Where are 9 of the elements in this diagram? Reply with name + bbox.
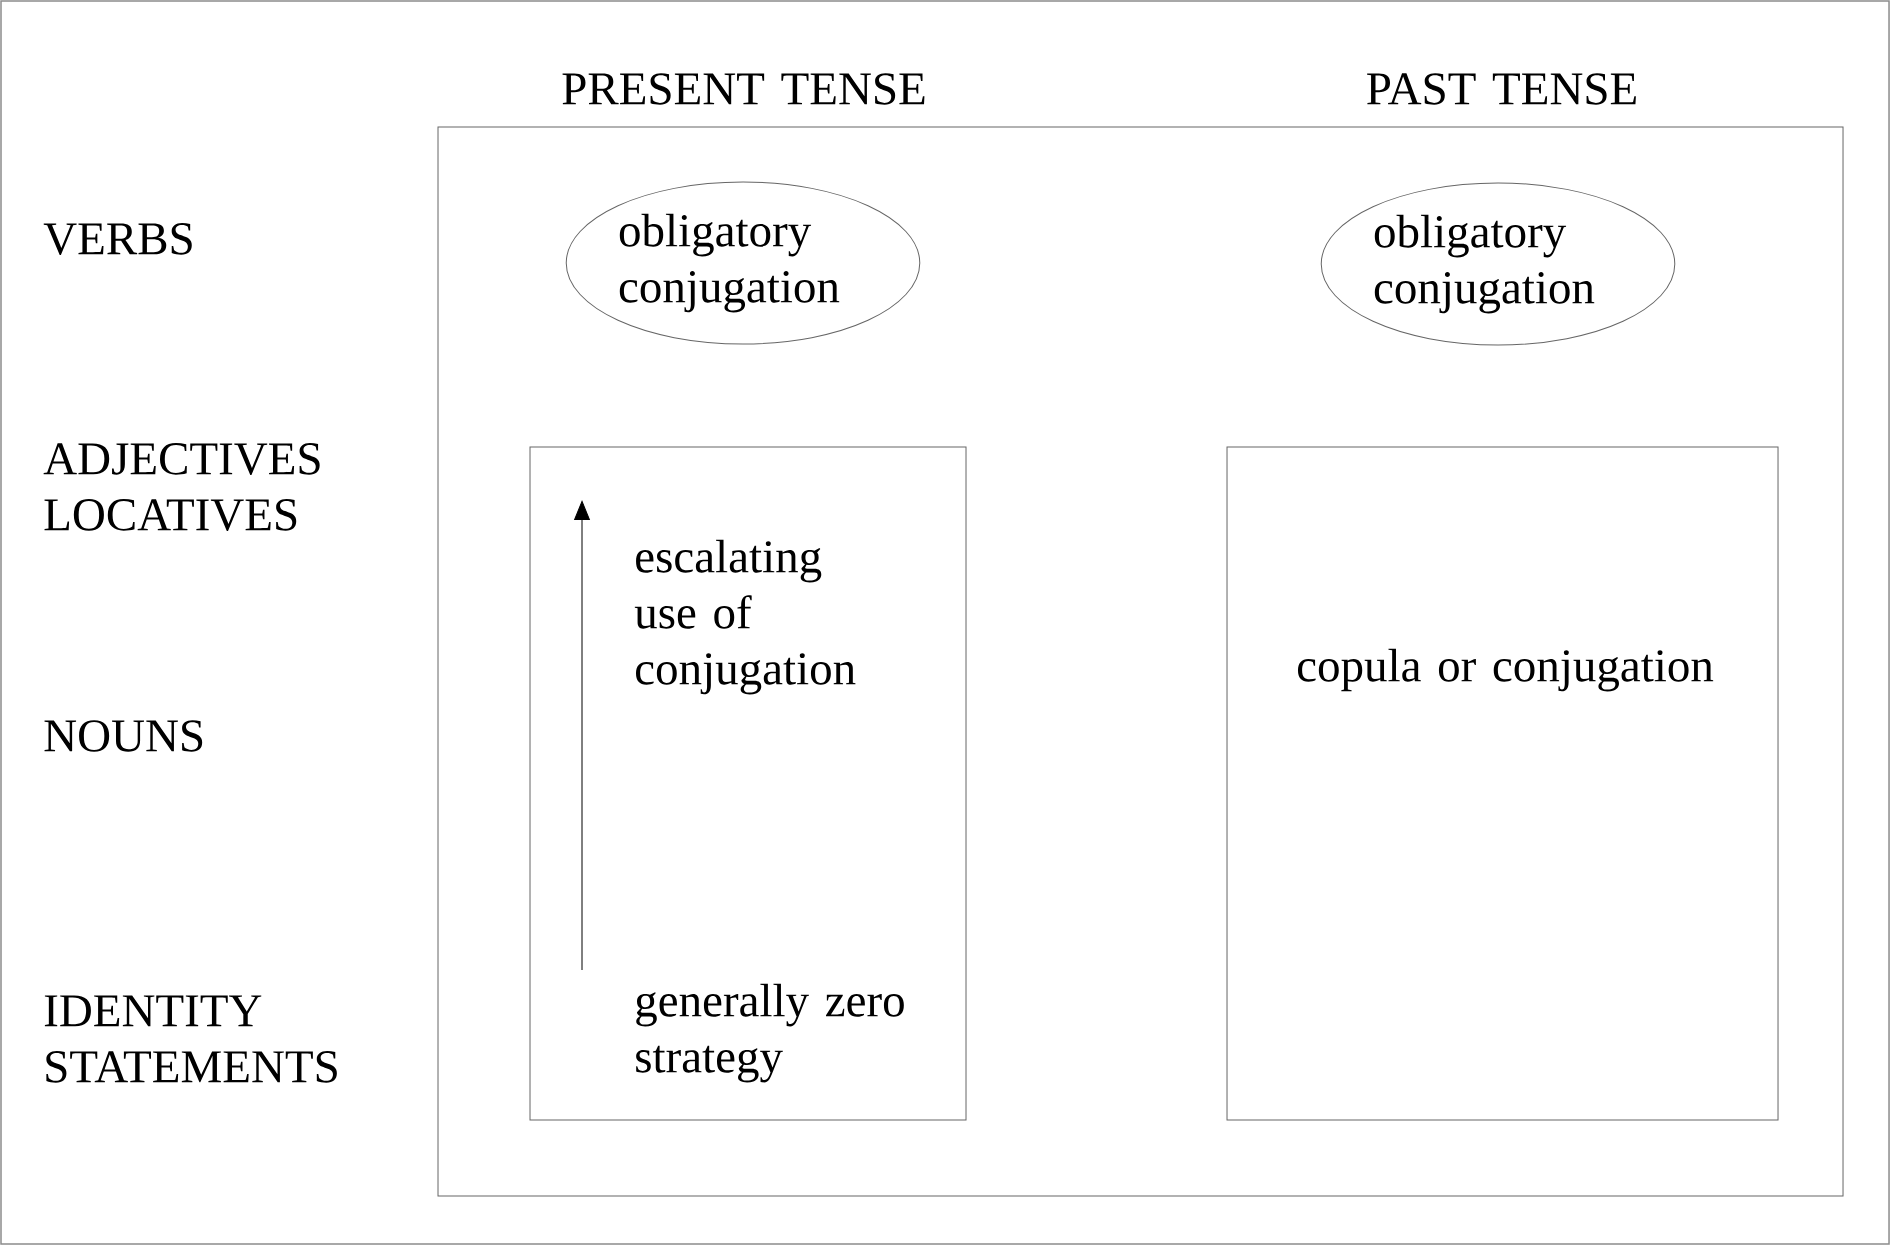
row-heading: NOUNS	[44, 720, 203, 752]
row-heading: IDENTITY STATEMENTS	[44, 995, 337, 1083]
column-heading: PAST TENSE	[1367, 73, 1636, 105]
row-heading: ADJECTIVES LOCATIVES	[43, 443, 320, 531]
outer-box	[437, 126, 1844, 1197]
column-heading: PRESENT TENSE	[562, 73, 925, 105]
row-heading: VERBS	[43, 223, 192, 255]
box: copula or conjugation	[1226, 446, 1779, 1121]
box: escalating use of conjugation generally zero strategy	[529, 446, 967, 1121]
